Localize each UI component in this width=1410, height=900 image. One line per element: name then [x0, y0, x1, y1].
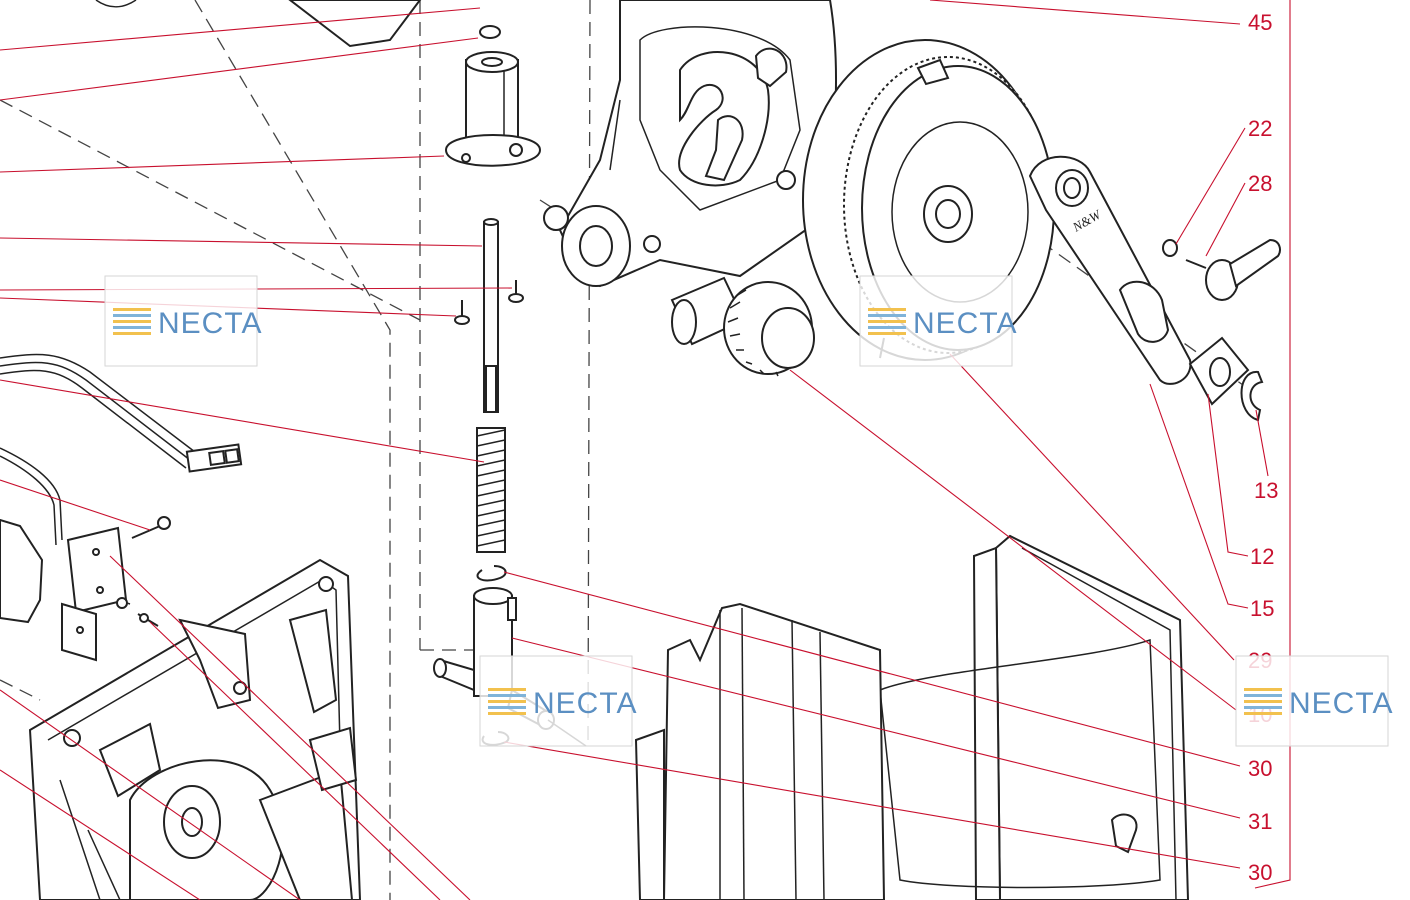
frame-border [1254, 0, 1291, 889]
callout-31: 31 [1248, 809, 1272, 834]
callout-45: 45 [1248, 10, 1272, 35]
callout-15: 15 [1250, 596, 1274, 621]
watermark-center: NECTA [859, 275, 1017, 367]
top-left-bracket [95, 0, 422, 48]
watermark-right: NECTA [1235, 655, 1393, 747]
wiring-harness [0, 353, 243, 546]
pinion-gear [670, 276, 815, 377]
watermark-bottom-center: NECTA [479, 655, 637, 747]
lower-housing [28, 558, 362, 900]
cam-plate [543, 0, 837, 288]
watermark-text: NECTA [1289, 687, 1393, 720]
hopper-container [879, 534, 1190, 900]
micro-switch [0, 518, 131, 662]
callout-30-upper: 30 [1248, 756, 1272, 781]
callout-13: 13 [1254, 478, 1278, 503]
screw-small-left [131, 516, 171, 627]
callout-28: 28 [1248, 171, 1272, 196]
callout-30-lower: 30 [1248, 860, 1272, 885]
watermark-text: NECTA [533, 687, 637, 720]
necta-logo-icon [488, 688, 526, 715]
crank-arm: N&W [1028, 155, 1192, 385]
vertical-channel [634, 602, 886, 900]
callout-12: 12 [1250, 544, 1274, 569]
small-fasteners [1162, 238, 1281, 301]
shaft-assembly [433, 25, 587, 747]
necta-logo-icon [1244, 688, 1282, 715]
necta-logo-icon [868, 308, 906, 335]
watermark-left: NECTA [104, 275, 262, 367]
callout-22: 22 [1248, 116, 1272, 141]
watermark-text: NECTA [158, 307, 262, 340]
watermark-text: NECTA [913, 307, 1017, 340]
leader-lines [0, 0, 1269, 900]
necta-logo-icon [113, 308, 151, 335]
plate-and-clip [1188, 336, 1264, 422]
